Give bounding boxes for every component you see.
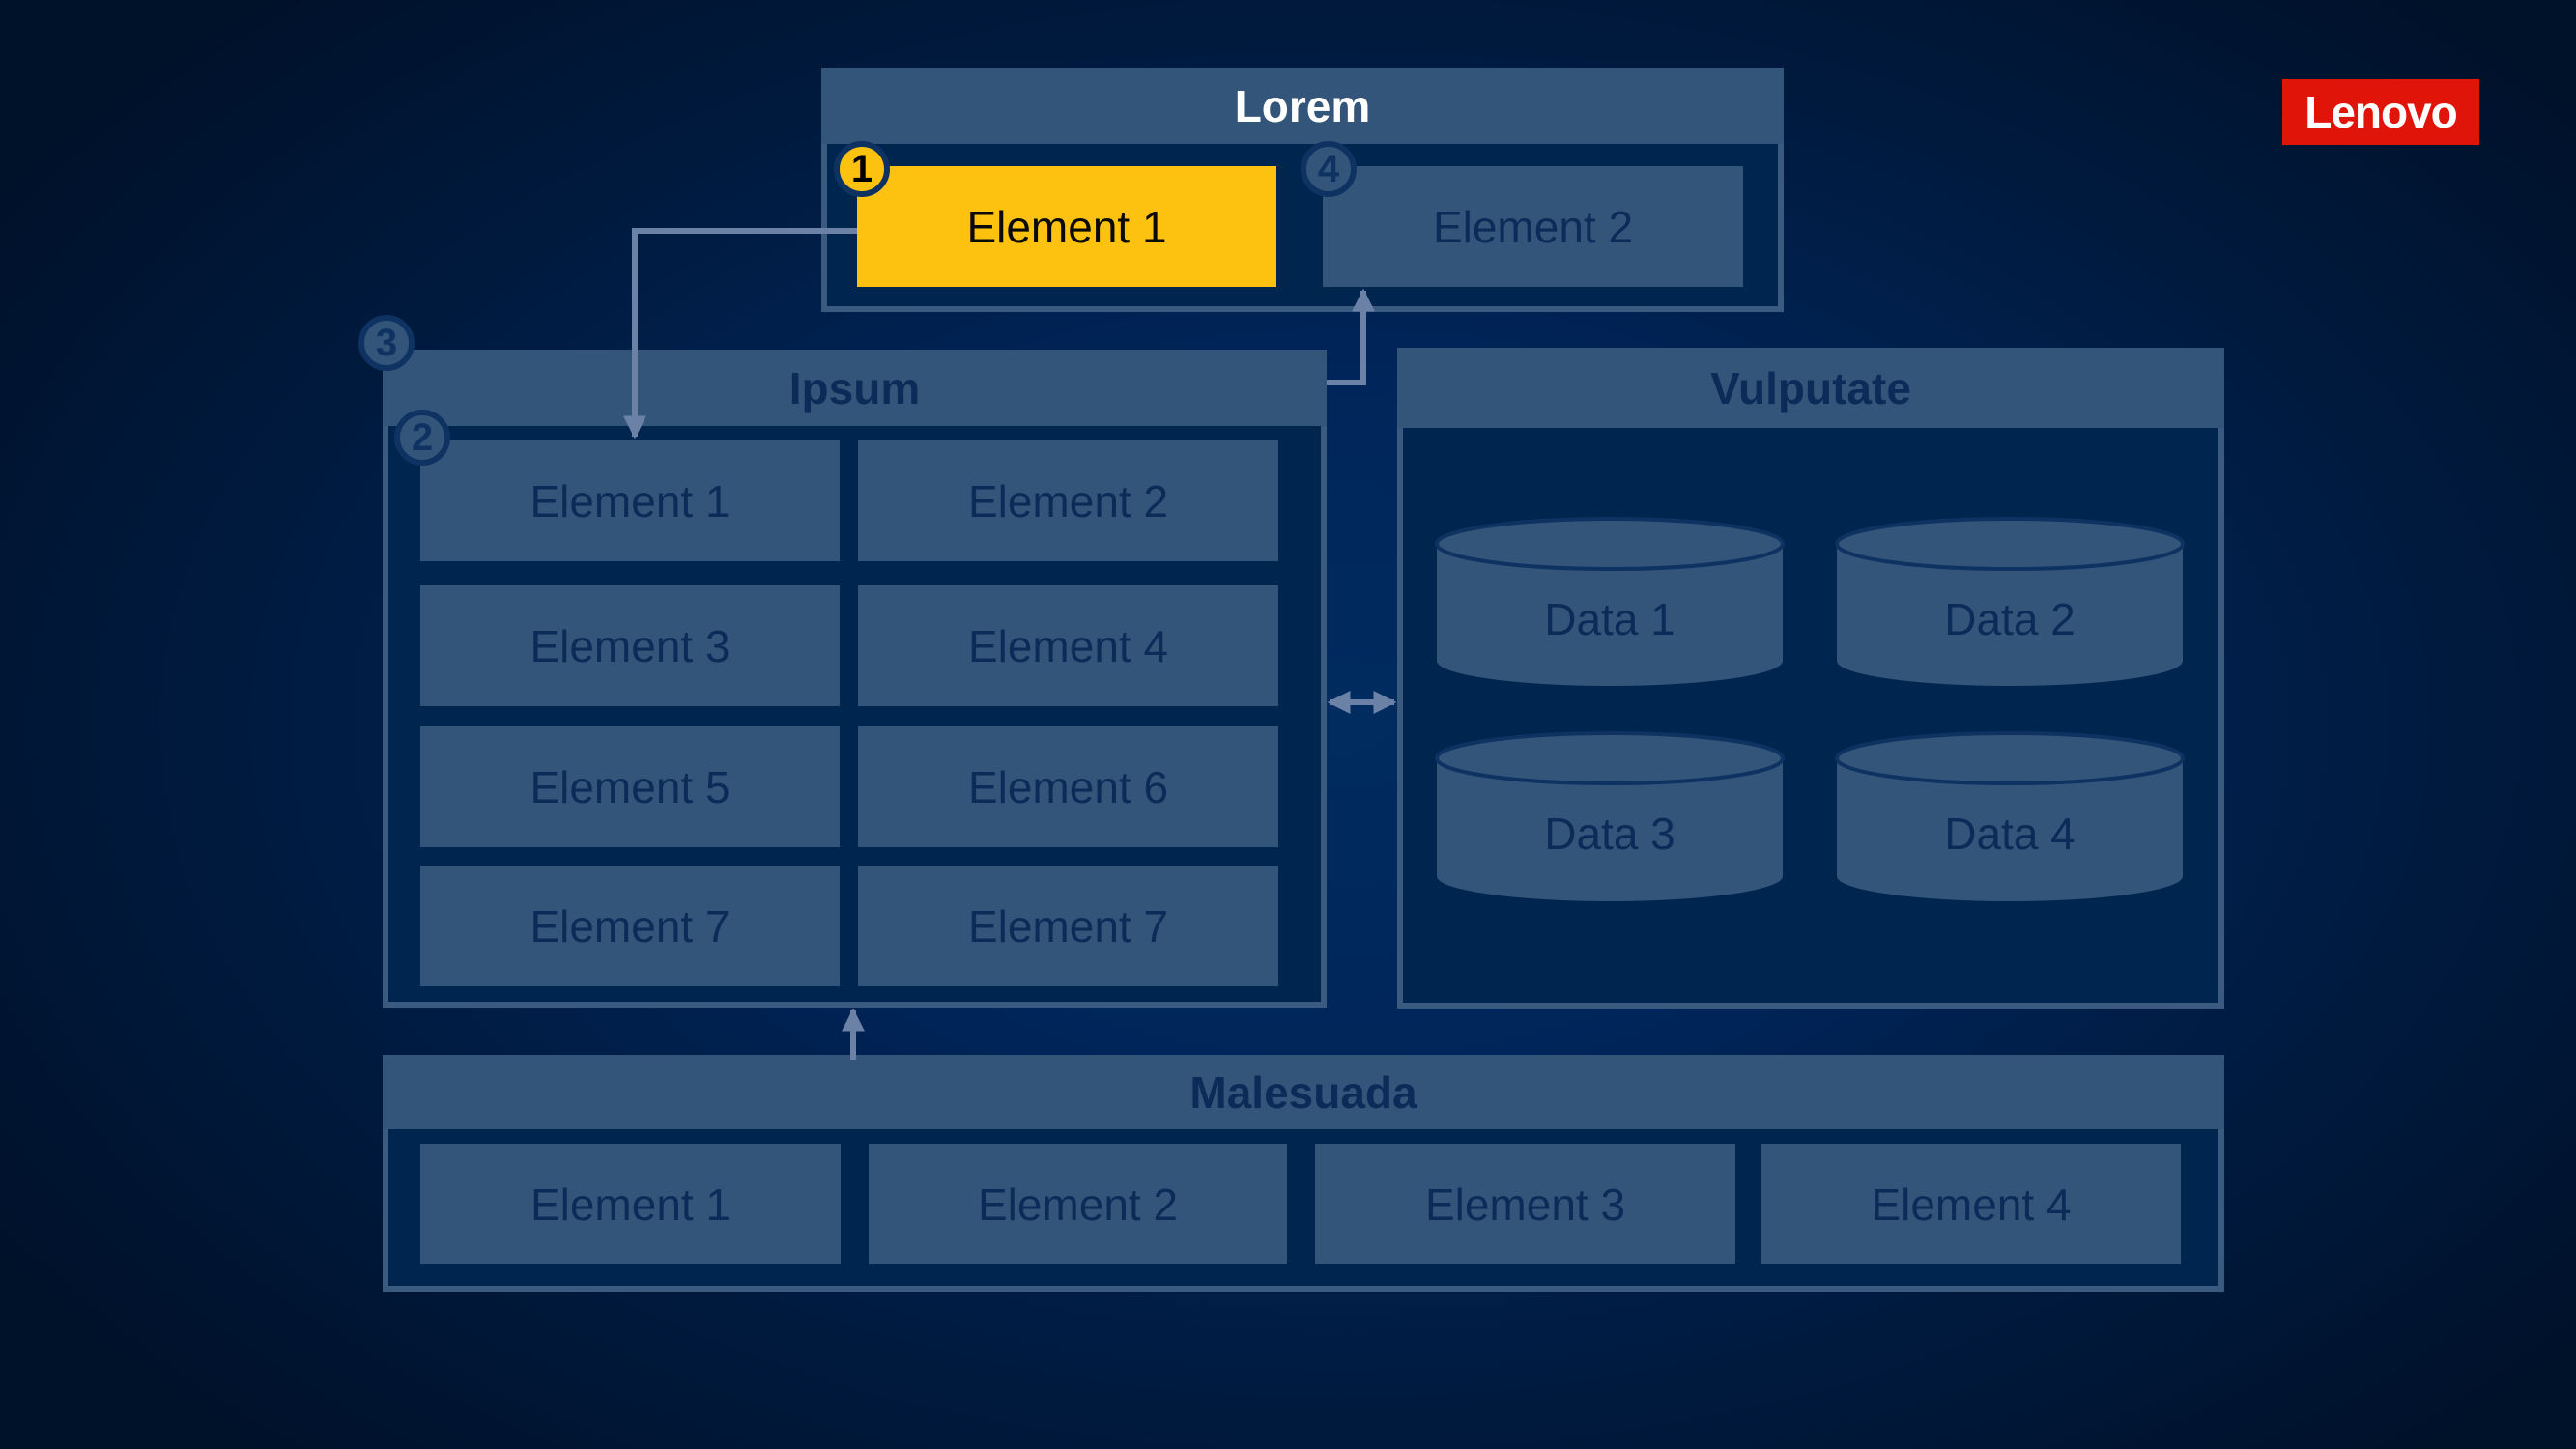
ipsum-element-3[interactable]: Element 3 — [420, 585, 840, 706]
ipsum-panel-title: Ipsum — [383, 350, 1327, 426]
ipsum-element-7a[interactable]: Element 7 — [420, 866, 840, 986]
vulputate-panel: Vulputate — [1397, 348, 2224, 1009]
malesuada-element-3[interactable]: Element 3 — [1315, 1144, 1735, 1264]
ipsum-element-1[interactable]: Element 1 — [420, 440, 840, 561]
malesuada-panel-title: Malesuada — [383, 1055, 2224, 1129]
step-badge-4: 4 — [1301, 141, 1357, 197]
lenovo-logo: Lenovo — [2282, 79, 2479, 145]
lorem-element-1[interactable]: Element 1 — [857, 166, 1276, 287]
ipsum-element-6[interactable]: Element 6 — [858, 726, 1278, 847]
step-badge-3: 3 — [358, 315, 415, 371]
vulputate-panel-title: Vulputate — [1397, 348, 2224, 428]
step-badge-1: 1 — [834, 141, 890, 197]
ipsum-element-5[interactable]: Element 5 — [420, 726, 840, 847]
data-store-label: Data 1 — [1544, 593, 1675, 644]
malesuada-element-2[interactable]: Element 2 — [869, 1144, 1287, 1264]
ipsum-element-4[interactable]: Element 4 — [858, 585, 1278, 706]
malesuada-element-4[interactable]: Element 4 — [1761, 1144, 2181, 1264]
ipsum-element-2[interactable]: Element 2 — [858, 440, 1278, 561]
data-store-label: Data 3 — [1544, 809, 1675, 859]
lorem-panel-title: Lorem — [821, 68, 1784, 144]
step-badge-2: 2 — [394, 410, 450, 466]
malesuada-element-1[interactable]: Element 1 — [420, 1144, 841, 1264]
data-store-label: Data 4 — [1944, 809, 2075, 859]
lorem-element-2[interactable]: Element 2 — [1323, 166, 1743, 287]
ipsum-element-7b[interactable]: Element 7 — [858, 866, 1278, 986]
data-store-label: Data 2 — [1944, 593, 2075, 644]
